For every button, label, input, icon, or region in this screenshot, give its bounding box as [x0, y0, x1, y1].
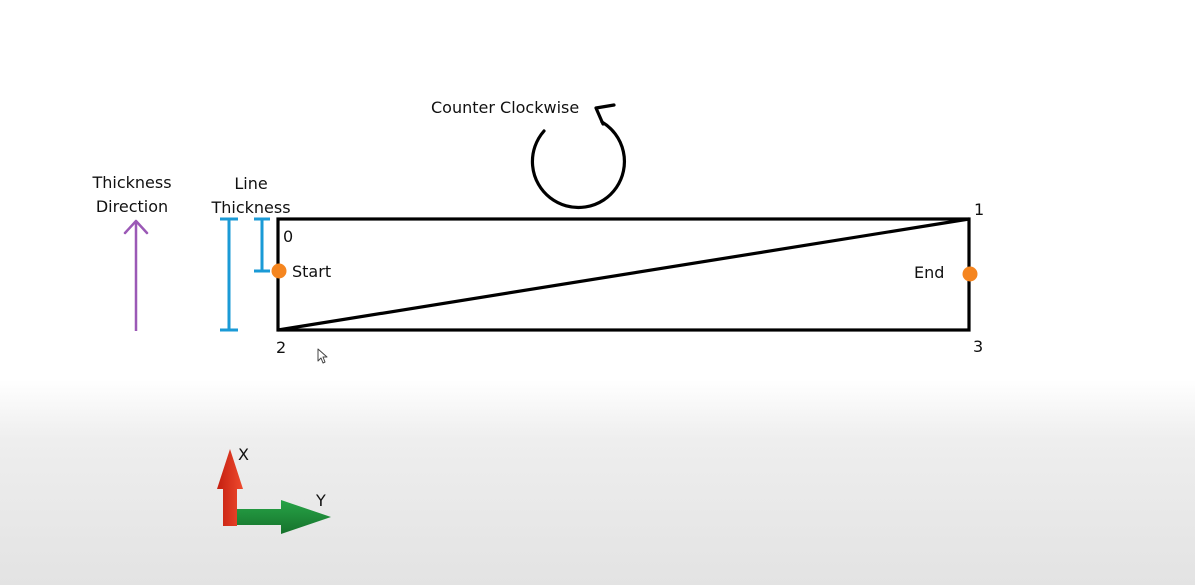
x-axis-arrow	[217, 449, 243, 526]
thickness-direction-label: Thickness Direction	[78, 171, 186, 219]
y-axis-label: Y	[316, 491, 326, 510]
end-point-marker	[962, 266, 978, 282]
line-thickness-line1: Line	[234, 174, 268, 193]
mouse-cursor-icon	[317, 348, 328, 364]
y-axis-arrow	[237, 500, 331, 534]
quad-diagonal	[277, 217, 970, 332]
thickness-direction-arrow-icon	[123, 219, 149, 331]
vertex-label-0: 0	[283, 227, 294, 246]
x-axis-label: X	[238, 445, 249, 464]
half-thickness-bracket	[254, 217, 270, 273]
start-point-marker	[271, 263, 287, 279]
counter-clockwise-arrow-icon	[530, 103, 626, 210]
rotation-direction-label: Counter Clockwise	[431, 98, 580, 117]
thickness-direction-line2: Direction	[95, 197, 169, 216]
full-thickness-bracket	[220, 217, 238, 332]
vertex-label-2: 2	[276, 338, 287, 357]
axis-gizmo-icon	[217, 449, 331, 534]
line-thickness-label: Line Thickness	[206, 172, 296, 220]
vertex-label-3: 3	[973, 337, 984, 356]
end-point-label: End	[914, 263, 945, 282]
line-thickness-line2: Thickness	[211, 198, 291, 217]
vertex-label-1: 1	[974, 200, 985, 219]
start-point-label: Start	[292, 262, 332, 281]
thickness-direction-line1: Thickness	[92, 173, 172, 192]
